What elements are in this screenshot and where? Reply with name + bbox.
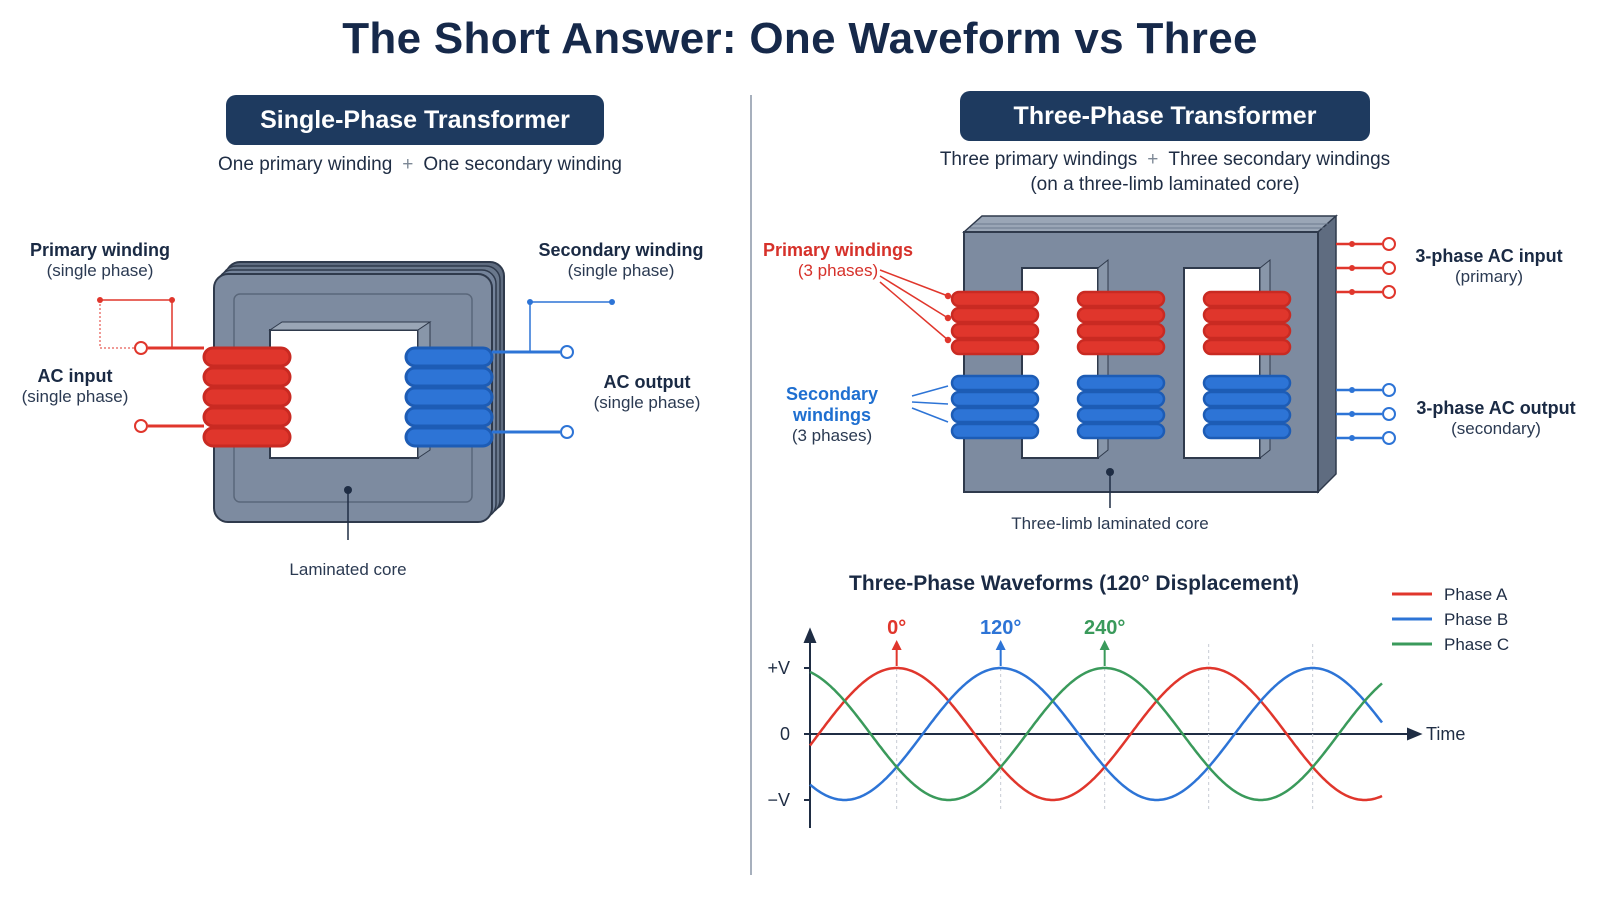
phase-markers: 0° 120° 240° — [887, 617, 1125, 666]
y-tick-label: 0 — [780, 724, 790, 744]
x-axis-label: Time — [1426, 724, 1465, 744]
three-primary-coils — [950, 290, 1292, 356]
y-tick-label: −V — [767, 790, 790, 810]
three-secondary-label: Secondary windings (3 phases) — [785, 384, 879, 445]
three-phase-subtitle: Three primary windings + Three secondary w… — [860, 149, 1470, 171]
single-primary-coil — [202, 346, 292, 448]
panel-divider — [750, 95, 752, 875]
series-line-phase-a — [808, 666, 1383, 802]
series-line-phase-b — [809, 666, 1383, 802]
single-secondary-count: One secondary winding — [423, 154, 622, 175]
three-secondary-count: Three secondary windings — [1168, 149, 1391, 170]
marker-label: 120° — [980, 617, 1021, 639]
series-lines — [808, 666, 1383, 802]
plus-sign: + — [1147, 149, 1159, 170]
single-output-leads — [492, 299, 615, 439]
series-line-phase-c — [809, 666, 1383, 802]
marker-arrow-head — [995, 640, 1006, 650]
three-primary-pointers — [879, 269, 952, 344]
y-tick-label: +V — [767, 658, 790, 678]
single-core-label: Laminated core — [289, 560, 407, 579]
three-phase-diagram — [879, 214, 1396, 508]
chart-title: Three-Phase Waveforms (120° Displacement… — [849, 572, 1299, 595]
three-output-label: 3-phase AC output (secondary) — [1416, 398, 1576, 438]
single-input-label: AC input (single phase) — [21, 366, 129, 406]
single-output-label: AC output (single phase) — [593, 372, 701, 412]
three-core-pointer — [1106, 468, 1114, 508]
single-secondary-coil — [404, 346, 494, 448]
marker-arrow-head — [891, 640, 902, 650]
three-output-leads — [1336, 383, 1396, 445]
legend-label: Phase C — [1444, 635, 1509, 654]
marker-label: 240° — [1084, 617, 1125, 639]
legend-label: Phase A — [1444, 585, 1508, 604]
single-input-leads — [97, 297, 204, 433]
three-secondary-pointers — [911, 385, 949, 423]
marker-arrow-head — [1099, 640, 1110, 650]
plus-sign: + — [402, 154, 414, 175]
phase-guides — [896, 644, 1314, 810]
three-core-label: Three-limb laminated core — [1011, 514, 1209, 533]
three-phase-heading: Three-Phase Transformer — [960, 91, 1370, 141]
single-secondary-label: Secondary winding (single phase) — [538, 240, 704, 280]
single-phase-heading: Single-Phase Transformer — [226, 95, 604, 145]
three-secondary-coils — [950, 374, 1292, 440]
single-core-pointer — [344, 486, 352, 540]
three-phase-core-note: (on a three-limb laminated core) — [1030, 174, 1300, 195]
page-title: The Short Answer: One Waveform vs Three — [342, 14, 1258, 63]
single-phase-diagram — [97, 261, 615, 540]
three-input-label: 3-phase AC input (primary) — [1415, 246, 1563, 286]
marker-label: 0° — [887, 617, 906, 639]
y-tick-labels: +V 0 −V — [767, 658, 810, 810]
legend-label: Phase B — [1444, 610, 1508, 629]
chart-legend: Phase A Phase B Phase C — [1392, 585, 1509, 654]
three-primary-count: Three primary windings — [939, 149, 1138, 170]
three-primary-label: Primary windings (3 phases) — [762, 240, 914, 280]
single-primary-label: Primary winding (single phase) — [29, 240, 171, 280]
single-phase-subtitle: One primary winding + One secondary windin… — [140, 154, 700, 176]
single-primary-count: One primary winding — [218, 154, 393, 175]
waveform-chart: Three-Phase Waveforms (120° Displacement… — [767, 572, 1509, 828]
three-input-leads — [1336, 237, 1396, 299]
